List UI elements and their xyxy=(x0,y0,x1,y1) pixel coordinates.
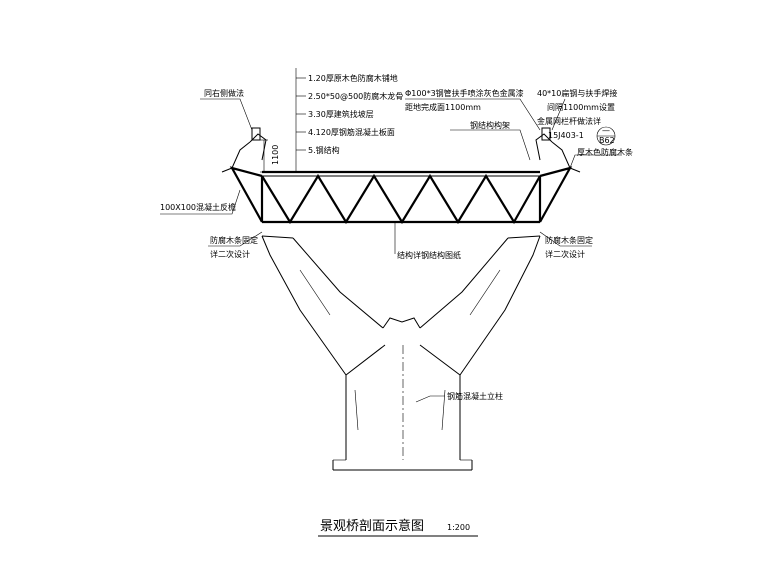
layer-note-2: 2.50*50@500防腐木龙骨 xyxy=(308,91,403,101)
railing-note-2: 距地完成面1100mm xyxy=(405,102,481,112)
steel-truss xyxy=(260,170,542,225)
same-side-note: 同右侧做法 xyxy=(204,88,244,98)
layer-note-1: 1.20厚原木色防腐木铺地 xyxy=(308,73,398,83)
std-code-note: 15J403-1 xyxy=(548,131,584,140)
drawing-title: 景观桥剖面示意图 1:200 xyxy=(318,518,478,537)
layer-note-4: 4.120厚钢筋混凝土板面 xyxy=(308,127,395,137)
left-fix-note-2: 详二次设计 xyxy=(210,249,250,259)
right-notes: Φ100*3钢管扶手喷涂灰色金属漆 距地完成面1100mm 40*10扁钢与扶手… xyxy=(405,88,633,259)
detail-index-symbol: — B62 xyxy=(596,126,616,146)
layer-notes: 1.20厚原木色防腐木铺地 2.50*50@500防腐木龙骨 3.30厚建筑找坡… xyxy=(308,73,403,155)
ledge-note: 100X100混凝土反檐 xyxy=(160,202,236,212)
center-notes: 结构详钢结构图纸 钢筋混凝土立柱 xyxy=(397,250,503,401)
title-text: 景观桥剖面示意图 xyxy=(320,518,424,534)
detail-index-bottom: B62 xyxy=(599,136,615,145)
y-column xyxy=(261,235,541,460)
dimension-1100: 1100 xyxy=(271,145,280,165)
structure: 1100 xyxy=(221,127,581,471)
metal-railing-note: 金属网栏杆做法详 xyxy=(537,116,601,126)
leader-lines xyxy=(160,68,620,403)
railing-note-1: Φ100*3钢管扶手喷涂灰色金属漆 xyxy=(405,88,524,98)
height-dimension: 1100 xyxy=(260,139,280,173)
steel-frame-note: 钢结构构架 xyxy=(470,120,510,130)
spacing-note: 间隔1100mm设置 xyxy=(547,102,615,112)
detail-index-top: — xyxy=(602,126,610,135)
column-base xyxy=(332,459,473,471)
left-fix-note-1: 防腐木条固定 xyxy=(210,235,258,245)
right-fix-note-2: 详二次设计 xyxy=(545,249,585,259)
scale-text: 1:200 xyxy=(447,523,470,532)
right-edge xyxy=(535,127,581,223)
structure-note: 结构详钢结构图纸 xyxy=(397,250,461,260)
left-notes: 同右侧做法 100X100混凝土反檐 防腐木条固定 详二次设计 xyxy=(160,88,258,259)
right-fix-note-1: 防腐木条固定 xyxy=(545,235,593,245)
wood-strip-note: 厚木色防腐木条 xyxy=(577,147,633,157)
layer-note-5: 5.钢结构 xyxy=(308,145,340,155)
column-note: 钢筋混凝土立柱 xyxy=(447,391,503,401)
flat-steel-note: 40*10扁钢与扶手焊接 xyxy=(537,88,617,98)
layer-note-3: 3.30厚建筑找坡层 xyxy=(308,109,374,119)
